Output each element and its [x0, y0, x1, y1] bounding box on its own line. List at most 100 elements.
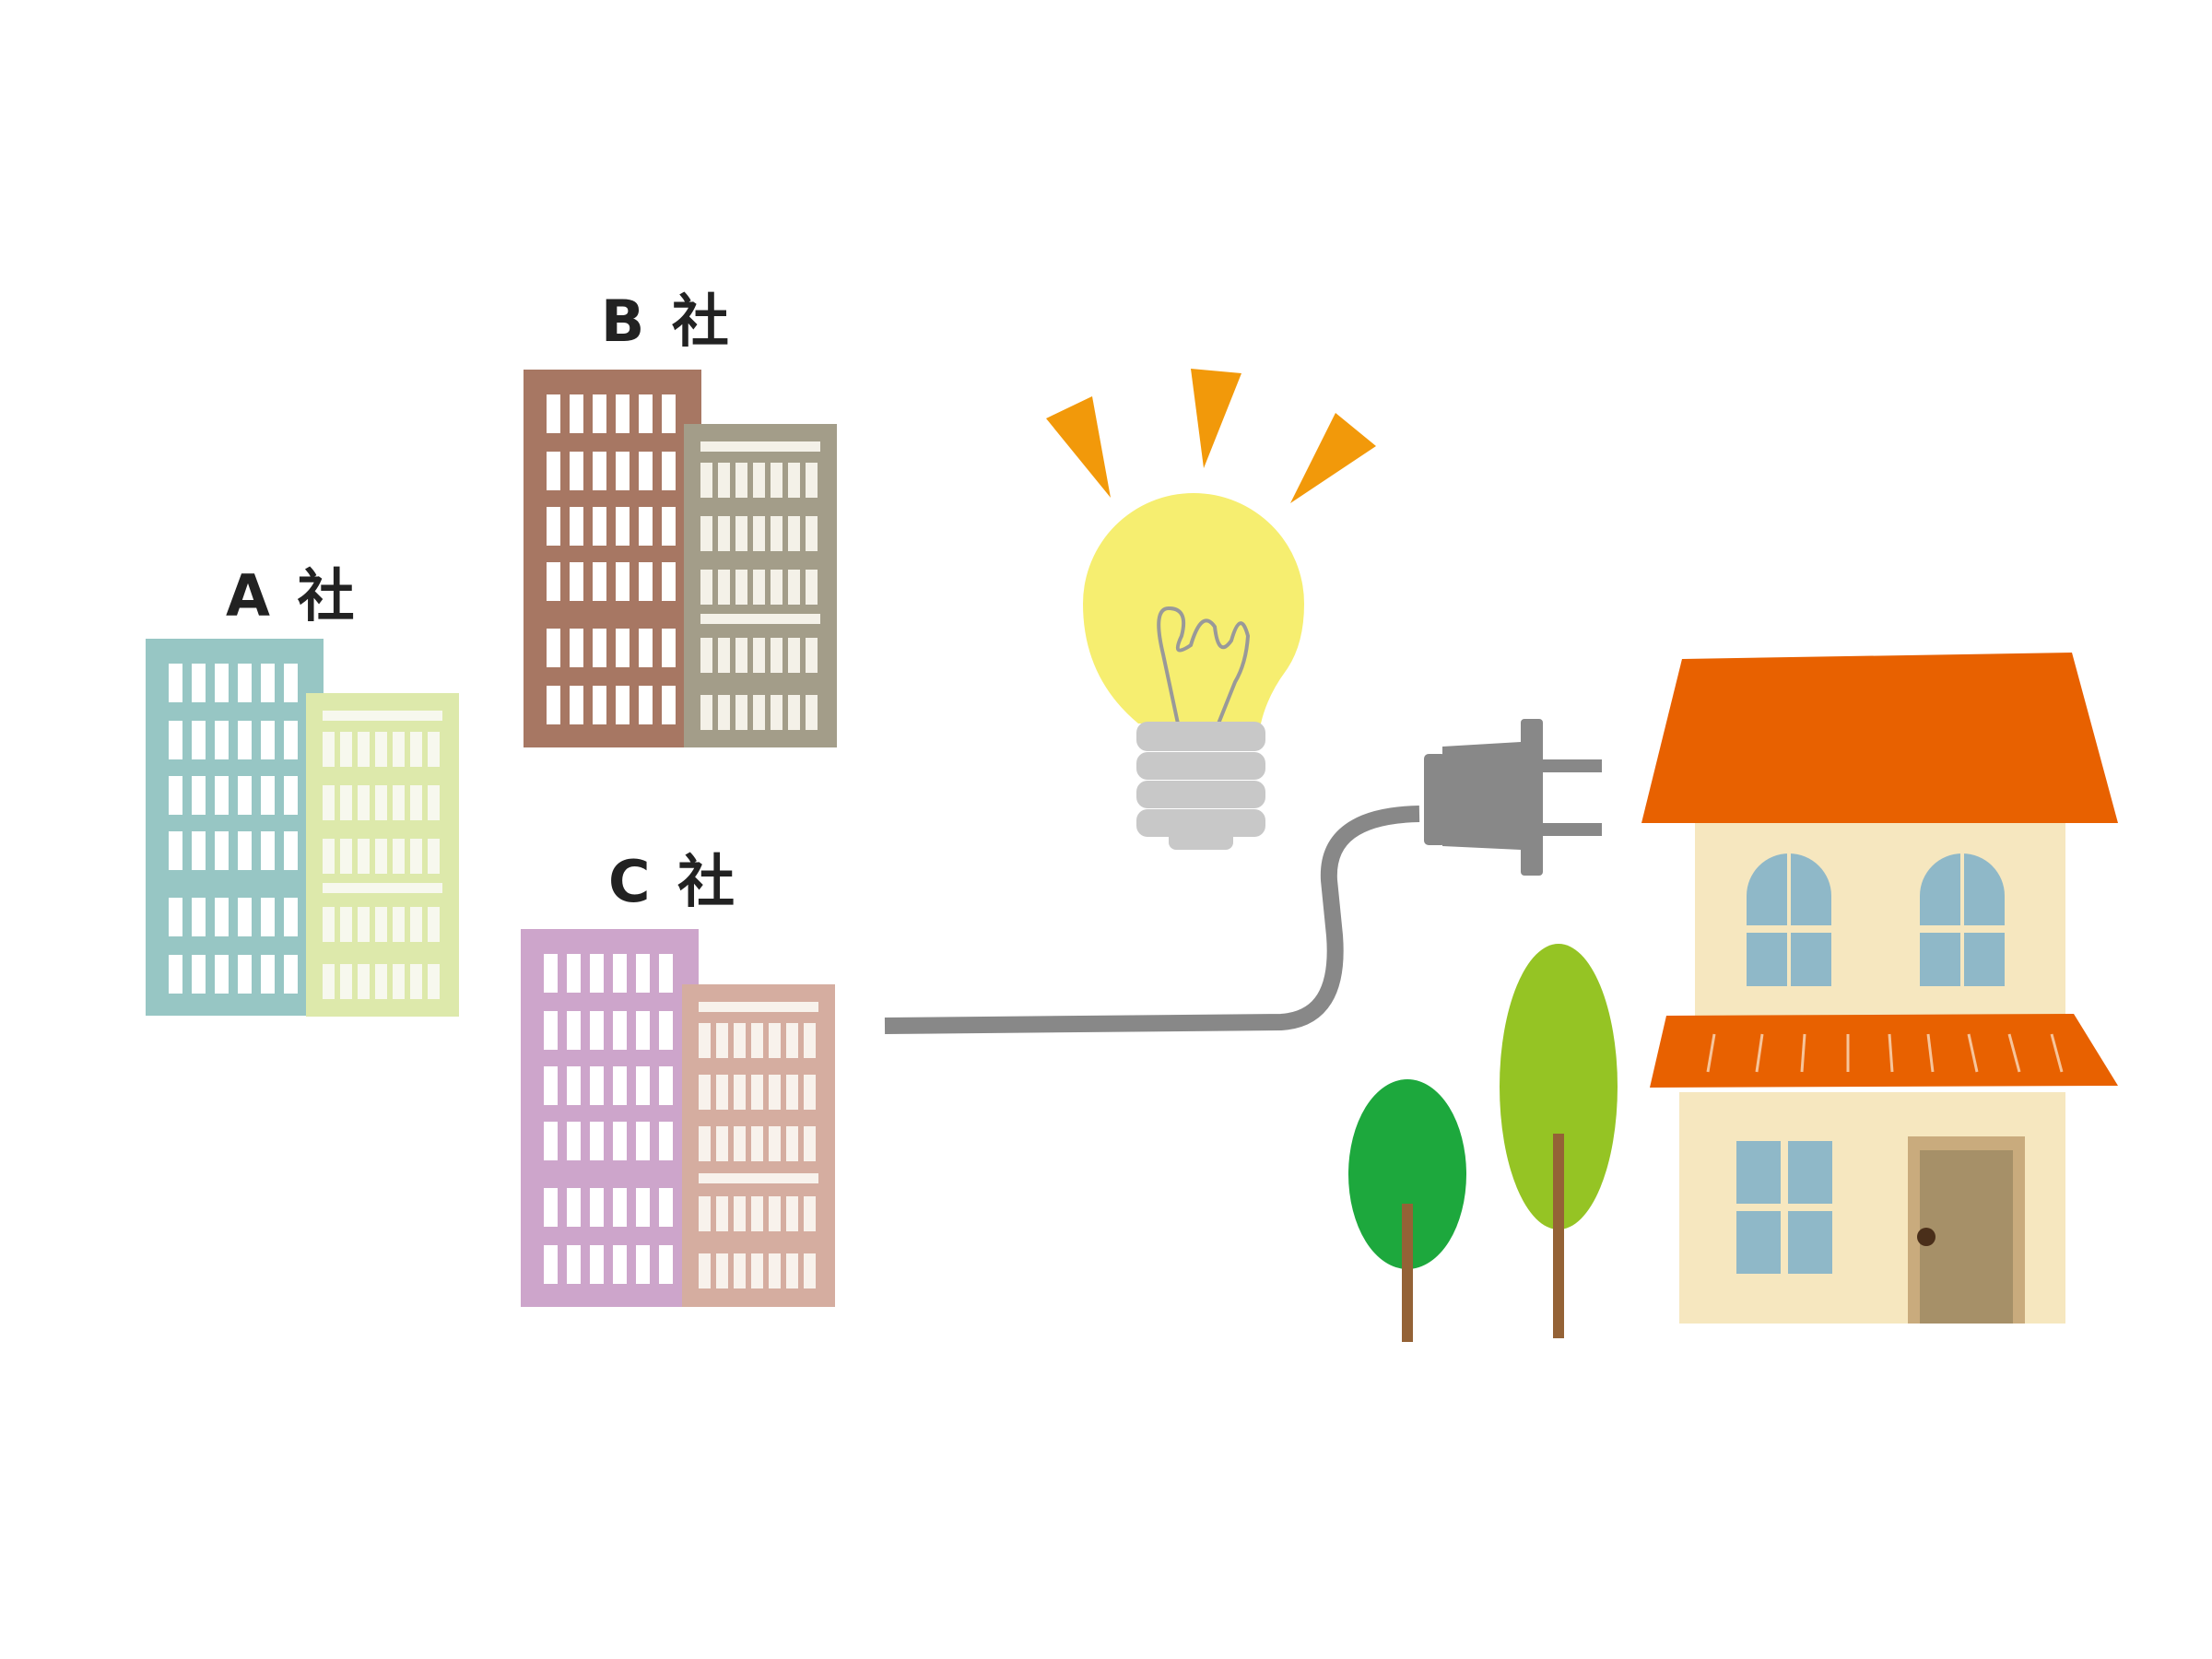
house-window-upper-right — [1920, 853, 2005, 986]
company-a-side-window — [323, 839, 335, 874]
company-a-main-window — [284, 898, 298, 936]
company-a-label: A 社 — [226, 562, 359, 629]
bulb-glass — [1083, 493, 1304, 724]
company-a-main-window — [169, 831, 182, 870]
company-c-side-window — [699, 1196, 711, 1231]
company-b-side-window — [700, 516, 712, 551]
company-a-side-window — [358, 839, 370, 874]
company-c-side-window — [751, 1023, 763, 1058]
company-c-main-window — [659, 1066, 673, 1105]
company-c-side-window — [769, 1075, 781, 1110]
company-a-side-window — [428, 964, 440, 999]
company-a-side-window — [358, 907, 370, 942]
company-a-main-window — [238, 664, 252, 702]
company-c-main-window — [567, 1122, 581, 1160]
company-c-main-window — [567, 1245, 581, 1284]
company-c-side-window — [769, 1126, 781, 1161]
company-c-side-window — [734, 1253, 746, 1288]
company-a-side-window — [358, 785, 370, 820]
company-a-main-window — [215, 831, 229, 870]
company-b-main-window — [547, 452, 560, 490]
company-c-side-window — [716, 1253, 728, 1288]
company-c-side-windows — [699, 1023, 816, 1288]
company-a-side-window — [393, 839, 405, 874]
company-c-side-window — [734, 1075, 746, 1110]
company-c-main-window — [636, 1188, 650, 1227]
company-a-main-window — [238, 776, 252, 815]
company-c: C 社 — [521, 848, 835, 1307]
company-b-main-window — [662, 629, 676, 667]
company-a-side-window — [410, 785, 422, 820]
company-c-main-window — [613, 1066, 627, 1105]
tree-small-foliage — [1348, 1079, 1466, 1269]
house-window-lower — [1736, 1141, 1832, 1274]
company-b-building — [524, 370, 837, 747]
tree-tall-trunk — [1553, 1134, 1564, 1338]
company-b-main-window — [616, 562, 629, 601]
company-b-main-window — [662, 686, 676, 724]
company-c-main-window — [659, 1122, 673, 1160]
company-c-main-window — [636, 1245, 650, 1284]
company-c-main-window — [544, 954, 558, 993]
company-b-side-window — [718, 463, 730, 498]
company-a-side-band-top — [323, 711, 442, 721]
plug-prong-top — [1541, 759, 1602, 772]
company-b-main-window — [593, 452, 606, 490]
company-c-main-window — [590, 1011, 604, 1050]
company-c-main-window — [659, 1011, 673, 1050]
company-a-main-window — [261, 831, 275, 870]
company-c-side-window — [699, 1023, 711, 1058]
company-b-side-window — [753, 570, 765, 605]
house-roof — [1641, 653, 2118, 823]
bulb-ray-right — [1290, 413, 1376, 503]
company-b-main-window — [547, 629, 560, 667]
company-a-side-window — [428, 839, 440, 874]
company-b-side-window — [735, 638, 747, 673]
company-c-main-window — [590, 1066, 604, 1105]
plug — [1424, 719, 1602, 876]
house-awning — [1650, 1014, 2118, 1088]
company-a-main-window — [169, 955, 182, 994]
company-c-side-window — [786, 1023, 798, 1058]
company-a-main-window — [284, 955, 298, 994]
company-a-side-window — [340, 732, 352, 767]
bulb-ray-center — [1191, 369, 1241, 468]
company-b-main-window — [570, 394, 583, 433]
company-c-building — [521, 929, 835, 1307]
company-a-side-window — [323, 964, 335, 999]
company-b-label: B 社 — [601, 288, 733, 355]
company-c-main-window — [544, 1188, 558, 1227]
plug-body — [1442, 737, 1528, 855]
company-a-side-window — [393, 732, 405, 767]
company-c-main-window — [590, 1245, 604, 1284]
company-a-side-window — [358, 964, 370, 999]
company-b-main-window — [616, 394, 629, 433]
company-c-main-window — [544, 1245, 558, 1284]
company-c-side-window — [716, 1196, 728, 1231]
company-b-side-window — [735, 570, 747, 605]
company-c-main-window — [659, 1245, 673, 1284]
company-a-main-window — [215, 664, 229, 702]
company-b-main-window — [570, 452, 583, 490]
company-b-side-window — [718, 516, 730, 551]
company-b-side-window — [788, 695, 800, 730]
company-a-main-window — [169, 721, 182, 759]
company-b-side-window — [700, 463, 712, 498]
company-c-main-window — [613, 1245, 627, 1284]
company-b-side-window — [771, 463, 782, 498]
company-c-side-window — [751, 1075, 763, 1110]
company-b-main-window — [547, 394, 560, 433]
company-c-main-window — [636, 954, 650, 993]
house-door — [1908, 1136, 2025, 1324]
tree-small — [1348, 1079, 1466, 1342]
company-c-main-window — [567, 954, 581, 993]
company-a-main-window — [169, 776, 182, 815]
company-a-main-window — [238, 898, 252, 936]
company-b-side-window — [735, 463, 747, 498]
company-b-main-window — [662, 507, 676, 546]
company-b-main-window — [616, 452, 629, 490]
company-b-side-window — [771, 570, 782, 605]
company-b-side-window — [753, 516, 765, 551]
company-a-side-window — [410, 964, 422, 999]
